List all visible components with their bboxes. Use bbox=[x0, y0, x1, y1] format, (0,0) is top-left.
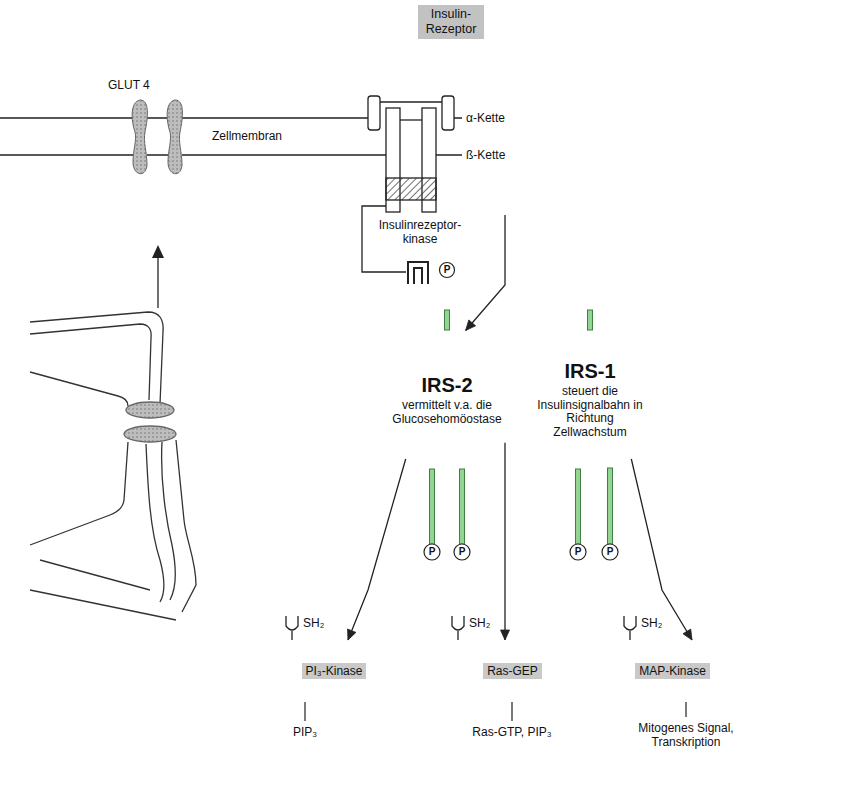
arrow-head bbox=[683, 629, 692, 640]
enzyme-name: PI₃-Kinase bbox=[302, 663, 367, 679]
enzyme-name: Ras-GEP bbox=[483, 663, 542, 679]
irs-circle: IRS-2 vermittelt v.a. die Glucosehomöosta… bbox=[375, 328, 519, 472]
protein-function: vermittelt v.a. die Glucosehomöostase bbox=[392, 399, 502, 427]
irs-circle: IRS-1 steuert die Insulinsignalbahn in Ri… bbox=[518, 328, 662, 472]
glut4-transporter bbox=[132, 100, 182, 174]
arrow-head bbox=[348, 629, 356, 640]
sh2-domain bbox=[286, 616, 636, 640]
receptor-name: Insulin- Rezeptor bbox=[418, 5, 484, 39]
domain-name: SH₂ bbox=[469, 616, 490, 630]
vesicle-fusion bbox=[30, 312, 196, 620]
phosphate-mark: P bbox=[444, 264, 451, 276]
signal-output: PIP₃ bbox=[293, 725, 317, 739]
enzyme-name: MAP-Kinase bbox=[635, 663, 710, 679]
signal-output: Mitogenes Signal, Transkription bbox=[630, 721, 742, 750]
phosphate-mark: P bbox=[607, 546, 614, 558]
chain-name: ß-Kette bbox=[466, 148, 505, 162]
signal-arrow bbox=[501, 443, 510, 640]
arrow-line bbox=[504, 443, 505, 640]
domain-name: SH₂ bbox=[303, 616, 324, 630]
arrow-line bbox=[348, 459, 406, 640]
phosphate-mark: P bbox=[429, 546, 436, 558]
membrane-name: Zellmembran bbox=[212, 129, 282, 143]
translocation-arrow bbox=[152, 245, 164, 308]
kinase-name: Insulinrezeptor- kinase bbox=[368, 218, 472, 247]
arrow-line bbox=[466, 215, 505, 330]
arrow-head bbox=[501, 630, 510, 640]
domain-name: SH₂ bbox=[641, 616, 662, 630]
protein-name: IRS-1 bbox=[564, 360, 615, 382]
receptor-region: Insulin- Rezeptor bbox=[348, 0, 520, 215]
kinase-symbol bbox=[408, 262, 455, 284]
signal-arrow bbox=[631, 459, 692, 640]
protein-function: steuert die Insulinsignalbahn in Richtun… bbox=[535, 385, 645, 440]
signal-arrow bbox=[466, 215, 505, 330]
transporter-name: GLUT 4 bbox=[108, 78, 150, 92]
signal-output: Ras-GTP, PIP₃ bbox=[472, 725, 551, 739]
signal-arrow bbox=[348, 459, 406, 640]
enzyme-box: PI₃-Kinase bbox=[268, 640, 400, 702]
chain-name: α-Kette bbox=[466, 111, 505, 125]
enzyme-box: Ras-GEP bbox=[445, 640, 580, 702]
arrow-line bbox=[631, 459, 692, 640]
enzyme-box: MAP-Kinase bbox=[605, 640, 740, 702]
protein-name: IRS-2 bbox=[421, 374, 472, 396]
phosphate-circles bbox=[424, 544, 618, 560]
output-stems bbox=[305, 702, 686, 721]
arrow-head bbox=[466, 320, 476, 331]
phosphate-mark: P bbox=[575, 546, 582, 558]
phosphate-mark: P bbox=[459, 546, 466, 558]
